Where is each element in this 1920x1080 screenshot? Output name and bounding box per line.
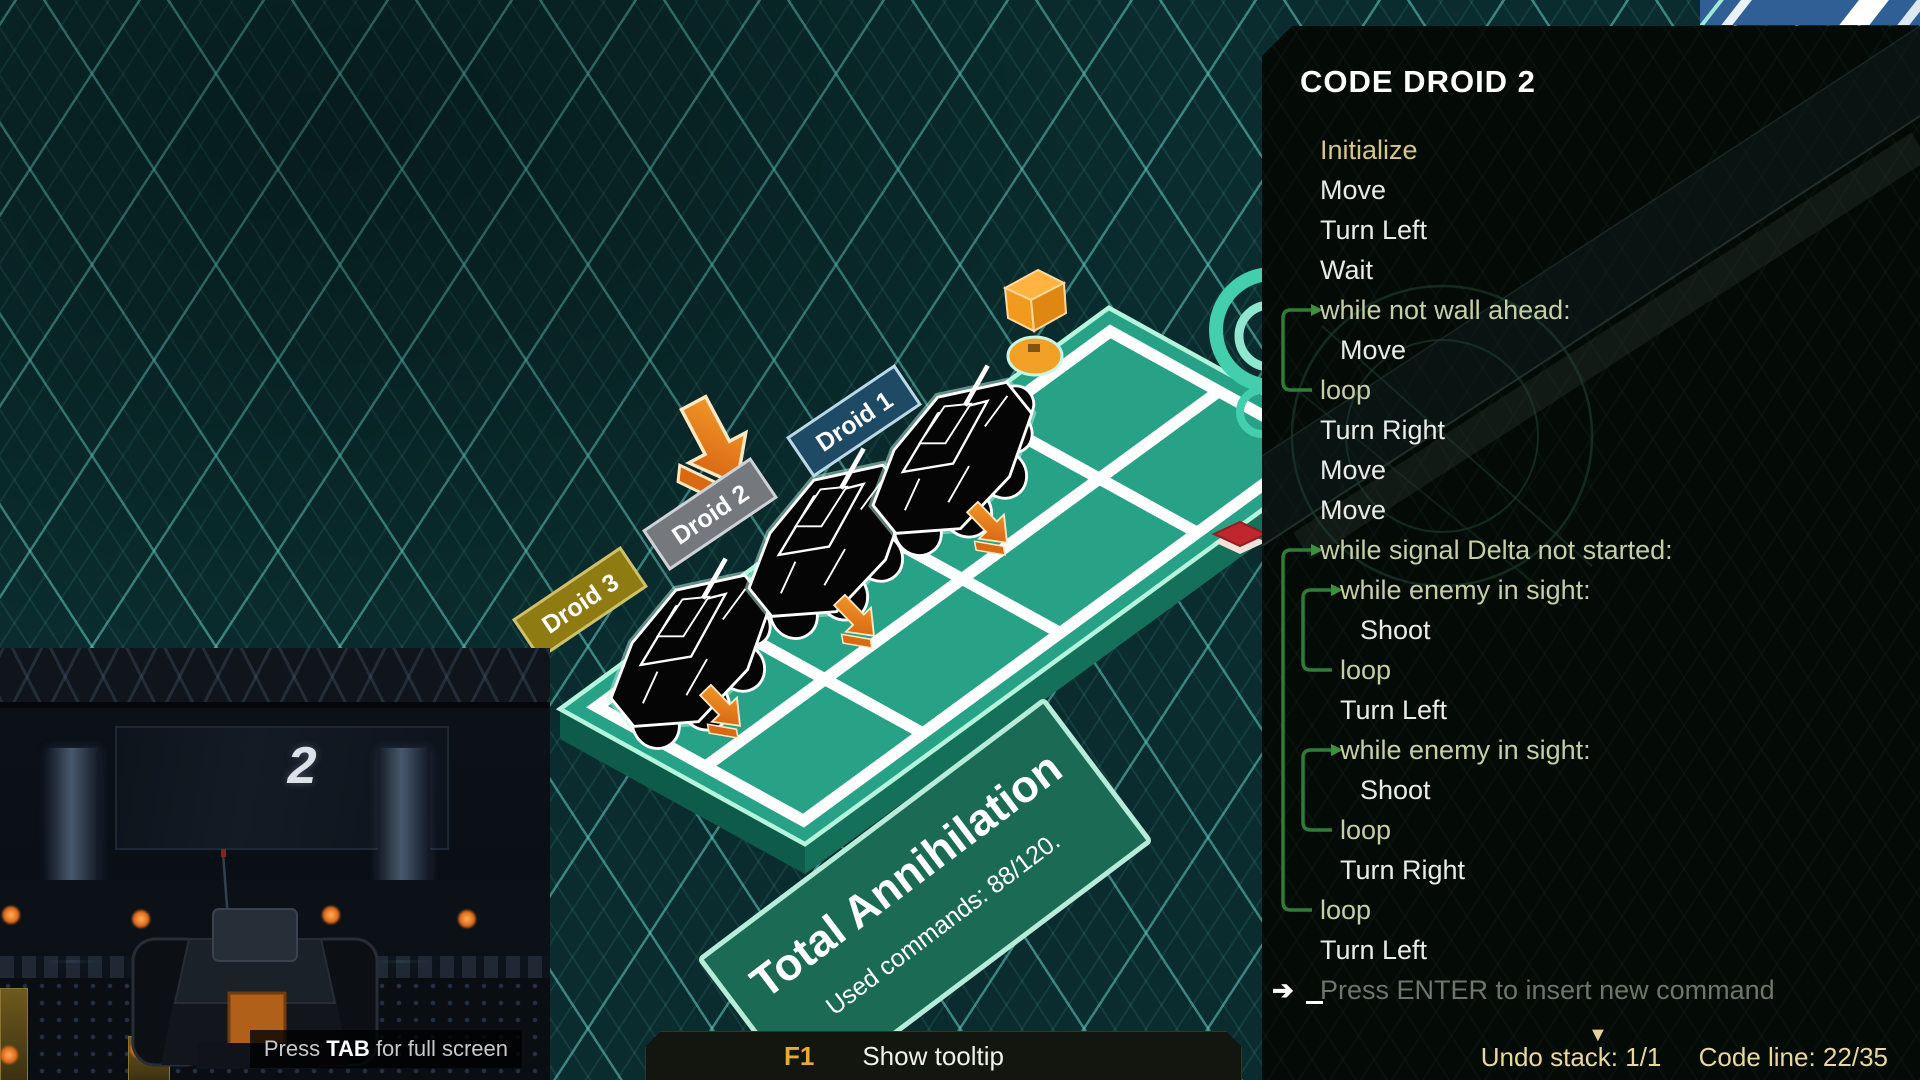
code-line-text: Shoot (1360, 615, 1431, 645)
insert-cursor-arrow-icon: ➔ (1272, 975, 1294, 1005)
code-line[interactable]: Shoot (1262, 770, 1920, 810)
code-line-text: Wait (1320, 255, 1373, 285)
garage-machine (0, 988, 28, 1080)
code-line[interactable]: loop (1262, 810, 1920, 850)
code-line[interactable]: Shoot (1262, 610, 1920, 650)
code-line[interactable]: Initialize (1262, 130, 1920, 170)
code-line-text: Turn Left (1340, 695, 1448, 725)
tab-key-label: TAB (326, 1036, 370, 1061)
code-line[interactable]: loop (1262, 370, 1920, 410)
code-line-text: while not wall ahead: (1320, 295, 1571, 325)
code-line-text: while signal Delta not started: (1320, 535, 1673, 565)
code-line-text: Turn Right (1320, 415, 1446, 445)
code-line-text: Move (1320, 495, 1387, 525)
code-line[interactable]: Move (1262, 330, 1920, 370)
band-stripe (1830, 0, 1896, 25)
code-line-text: Move (1340, 335, 1407, 365)
code-line[interactable]: loop (1262, 650, 1920, 690)
code-line-text: Turn Left (1320, 215, 1428, 245)
code-line[interactable]: while not wall ahead: (1262, 290, 1920, 330)
scroll-down-icon[interactable]: ▼ (1588, 1024, 1608, 1046)
code-line[interactable]: Turn Right (1262, 410, 1920, 450)
status-row: Undo stack: 1/1 Code line: 22/35 (1481, 1042, 1888, 1073)
code-line-text: while enemy in sight: (1340, 735, 1591, 765)
code-line-status: Code line: 22/35 (1698, 1042, 1888, 1072)
garage-truss (0, 648, 550, 708)
code-line[interactable]: Move (1262, 450, 1920, 490)
band-stripe (1888, 0, 1920, 25)
droid-label-3: Droid 3 (511, 546, 649, 660)
code-line[interactable]: while enemy in sight: (1262, 730, 1920, 770)
code-line-text: while enemy in sight: (1340, 575, 1591, 605)
code-line-text: Initialize (1320, 135, 1418, 165)
code-insert-row[interactable]: ➔ Press ENTER to insert new command (1262, 970, 1920, 1010)
platform-side-faces (560, 443, 1356, 874)
code-line-text: Turn Right (1340, 855, 1466, 885)
code-line[interactable]: Turn Left (1262, 690, 1920, 730)
droid-camera-viewport[interactable]: 2 Press TAB for full screen (0, 648, 550, 1080)
code-line-text: Turn Left (1320, 935, 1428, 965)
code-line-text: Shoot (1360, 775, 1431, 805)
garage-glow-light (458, 910, 476, 928)
code-line[interactable]: Turn Left (1262, 930, 1920, 970)
f1-key-label: F1 (784, 1041, 815, 1071)
f1-action-label: Show tooltip (862, 1041, 1004, 1071)
top-blue-band (1700, 0, 1920, 25)
code-line[interactable]: Wait (1262, 250, 1920, 290)
code-line-text: Press ENTER to insert new command (1320, 975, 1775, 1005)
garage-glow-light (0, 1046, 18, 1064)
undo-stack-status: Undo stack: 1/1 (1480, 1042, 1662, 1072)
code-line[interactable]: Turn Left (1262, 210, 1920, 250)
code-line[interactable]: while enemy in sight: (1262, 570, 1920, 610)
droid-label-2: Droid 2 (641, 457, 779, 571)
code-line[interactable]: Turn Right (1262, 850, 1920, 890)
garage-glow-light (132, 910, 150, 928)
code-line-text: loop (1320, 375, 1372, 405)
code-line-text: loop (1320, 895, 1372, 925)
code-line[interactable]: while signal Delta not started: (1262, 530, 1920, 570)
code-line[interactable]: Move (1262, 170, 1920, 210)
fullscreen-hint: Press TAB for full screen (249, 1030, 522, 1068)
garage-glow-light (2, 906, 20, 924)
tooltip-bar[interactable]: F1 Show tooltip (645, 1031, 1242, 1080)
goal-cube (1002, 268, 1068, 333)
code-line-text: loop (1340, 655, 1392, 685)
code-line-text: Move (1320, 175, 1387, 205)
code-line-text: loop (1340, 815, 1392, 845)
goal-dome (1006, 335, 1064, 377)
code-line[interactable]: loop (1262, 890, 1920, 930)
code-line-text: Move (1320, 455, 1387, 485)
code-line[interactable]: Move (1262, 490, 1920, 530)
garage-glow-light (322, 906, 340, 924)
text-cursor (1306, 1001, 1323, 1004)
panel-title: CODE DROID 2 (1300, 64, 1536, 99)
